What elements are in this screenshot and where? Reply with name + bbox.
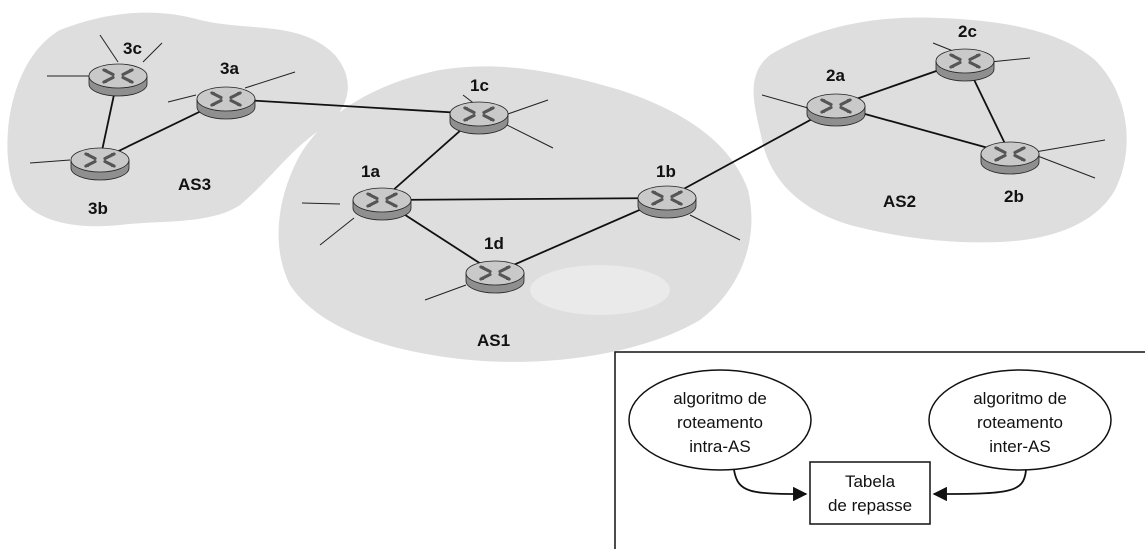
inter-as-algorithm-node — [928, 369, 1112, 471]
router-icon — [637, 185, 697, 219]
link-3a-1c — [225, 98, 480, 115]
inter-as-line-2: roteamento — [977, 413, 1063, 432]
router-icon — [88, 63, 148, 97]
router-label-3b: 3b — [88, 199, 108, 218]
intra-as-line-1: algoritmo de — [673, 389, 767, 408]
router-label-3a: 3a — [220, 59, 239, 78]
router-icon — [196, 86, 256, 120]
link-1a-1b — [381, 197, 668, 201]
forwarding-table-line-2: de repasse — [828, 496, 912, 515]
router-label-2c: 2c — [958, 22, 977, 41]
forwarding-table-line-1: Tabela — [845, 472, 896, 491]
arrow-icon — [932, 469, 1027, 502]
router-icon — [980, 141, 1040, 175]
router-label-1c: 1c — [470, 76, 489, 95]
router-icon — [806, 93, 866, 127]
arrow-icon — [733, 469, 808, 502]
routers-layer — [70, 48, 1040, 294]
intra-as-line-2: roteamento — [677, 413, 763, 432]
routing-inset: algoritmo de roteamento intra-AS algorit… — [614, 351, 1145, 549]
router-label-3c: 3c — [123, 39, 142, 58]
router-label-1a: 1a — [361, 162, 380, 181]
router-icon — [465, 260, 525, 294]
router-label-1b: 1b — [656, 162, 676, 181]
router-label-2b: 2b — [1004, 187, 1024, 206]
intra-as-algorithm-node — [628, 369, 812, 471]
router-icon — [352, 187, 412, 221]
link-1d-1b — [494, 197, 668, 274]
router-icon — [449, 101, 509, 135]
router-label-2a: 2a — [826, 66, 845, 85]
intra-as-line-3: intra-AS — [689, 437, 750, 456]
as2-label: AS2 — [883, 192, 916, 211]
router-icon — [935, 48, 995, 82]
router-icon — [70, 147, 130, 181]
router-label-1d: 1d — [484, 234, 504, 253]
as3-label: AS3 — [178, 175, 211, 194]
as1-label: AS1 — [477, 331, 510, 350]
inter-as-line-1: algoritmo de — [973, 389, 1067, 408]
link-1b-2a — [666, 105, 837, 199]
forwarding-table-node — [809, 461, 931, 525]
as2-cloud — [753, 17, 1127, 243]
inter-as-line-3: inter-AS — [989, 437, 1050, 456]
